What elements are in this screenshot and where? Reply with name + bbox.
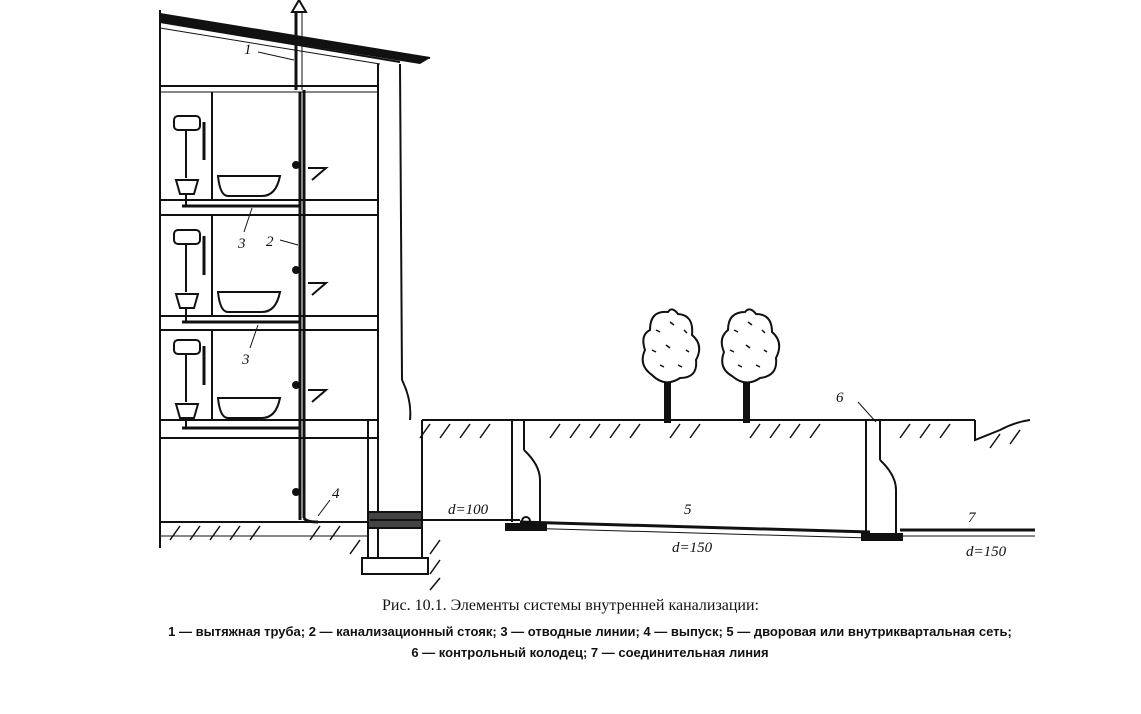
- label-leaders: [243, 51, 331, 517]
- label-branch-top: 3: [237, 236, 246, 252]
- label-d150-yard: d=150: [672, 540, 713, 556]
- label-yard-sewer: 5: [684, 502, 692, 518]
- tree-left: [641, 308, 701, 423]
- label-d100: d=100: [448, 502, 489, 518]
- ground-hatching: [169, 423, 1021, 591]
- foundation-wall: [361, 63, 429, 575]
- riser-pipe: [292, 90, 306, 518]
- legend-line-2: 6 — контрольный колодец; 7 — соединитель…: [411, 645, 769, 660]
- interior-walls: [211, 92, 302, 520]
- label-branch-middle: 3: [241, 352, 250, 368]
- yard-sewer-pipe: [370, 519, 871, 539]
- label-riser: 2: [266, 234, 274, 250]
- floor-fixtures-bottom: [173, 339, 329, 430]
- tree-right: [720, 308, 781, 423]
- floor-slabs: [160, 85, 378, 523]
- label-d150-connection: d=150: [966, 544, 1007, 560]
- manhole-left: [505, 420, 547, 531]
- floor-fixtures-middle: [173, 229, 329, 324]
- control-manhole: [857, 401, 903, 541]
- connection-pipe: [900, 528, 1035, 537]
- floor-fixtures-top: [173, 115, 329, 208]
- label-control-manhole: 6: [836, 390, 844, 406]
- label-vent-pipe: 1: [244, 42, 252, 58]
- label-connection-line: 7: [968, 510, 977, 526]
- label-outlet: 4: [332, 486, 340, 502]
- legend-line-1: 1 — вытяжная труба; 2 — канализационный …: [168, 624, 1012, 639]
- outlet-pipe: [302, 517, 319, 524]
- figure-caption: Рис. 10.1. Элементы системы внутренней к…: [382, 597, 759, 614]
- figure-legend: 1 — вытяжная труба; 2 — канализационный …: [40, 621, 1140, 663]
- vent-pipe: [290, 0, 308, 90]
- page-number: 117: [0, 646, 2, 673]
